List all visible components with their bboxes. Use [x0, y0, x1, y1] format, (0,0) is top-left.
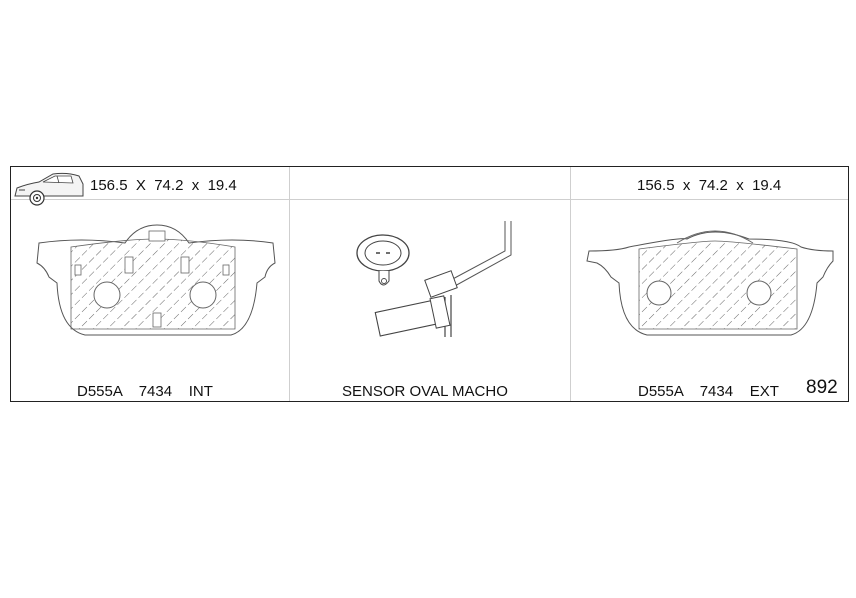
- header-divider: [11, 199, 848, 200]
- column-divider: [570, 167, 571, 401]
- caption-outer-pad: D555A 7434 EXT: [638, 383, 779, 400]
- wear-sensor-drawing: [356, 221, 512, 337]
- brake-pad-outer-drawing: [586, 230, 834, 336]
- page-number: 892: [806, 377, 838, 398]
- catalog-sheet: 156.5 X 74.2 x 19.4 156.5 x 74.2 x 19.4: [10, 166, 849, 402]
- dimensions-left: 156.5 X 74.2 x 19.4: [90, 177, 237, 194]
- caption-sensor: SENSOR OVAL MACHO: [342, 383, 508, 400]
- car-icon: [14, 172, 84, 206]
- caption-inner-pad: D555A 7434 INT: [77, 383, 213, 400]
- brake-pad-inner-drawing: [36, 224, 276, 336]
- dimensions-right: 156.5 x 74.2 x 19.4: [637, 177, 782, 194]
- column-divider: [289, 167, 290, 401]
